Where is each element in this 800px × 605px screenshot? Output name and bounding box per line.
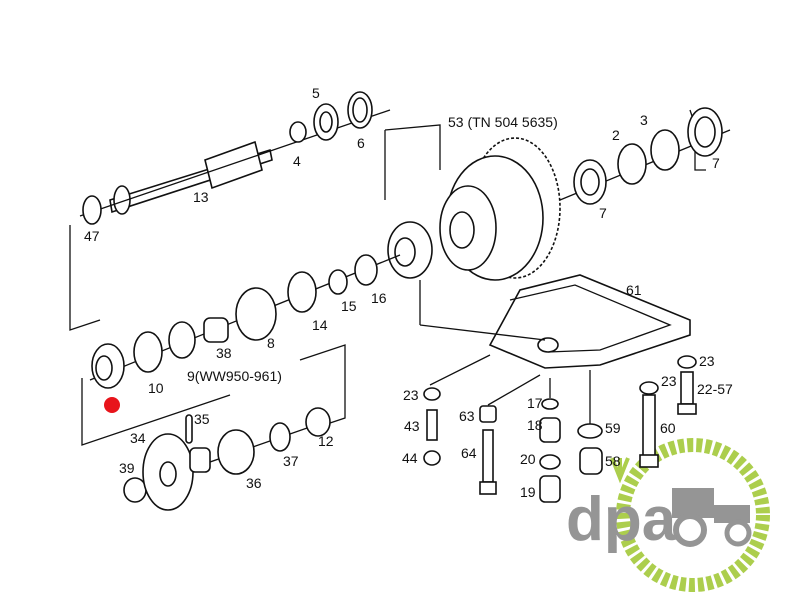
fasteners <box>423 354 697 503</box>
part-label: 35 <box>194 411 210 427</box>
gear-assembly-53 <box>387 137 561 281</box>
dpa-logo: dpa <box>566 438 770 592</box>
part-label: 2 <box>612 127 620 143</box>
part-label: 23 <box>699 353 715 369</box>
cover-plate-61 <box>419 274 691 369</box>
highlight-marker <box>104 397 120 413</box>
wheat-icon <box>610 457 630 484</box>
part-label: 58 <box>605 453 621 469</box>
part-label: 63 <box>459 408 475 424</box>
part-label: 37 <box>283 453 299 469</box>
part-label: 8 <box>267 335 275 351</box>
part-labels: 5 4 6 13 47 53 (TN 504 5635) 2 3 7 7 10 … <box>84 85 733 500</box>
main-shaft-13 <box>79 91 391 225</box>
part-label: 20 <box>520 451 536 467</box>
part-label: 13 <box>193 189 209 205</box>
logo-text: dpa <box>566 485 677 554</box>
part-label: 64 <box>461 445 477 461</box>
part-label: 15 <box>341 298 357 314</box>
bracket-line <box>384 124 441 200</box>
bracket-line <box>81 344 346 446</box>
bearings-right <box>559 107 731 205</box>
flange-assembly <box>123 407 331 511</box>
part-label: 16 <box>371 290 387 306</box>
part-label: 10 <box>148 380 164 396</box>
part-label: 39 <box>119 460 135 476</box>
part-label: 4 <box>293 153 301 169</box>
part-label: 6 <box>357 135 365 151</box>
part-label: 23 <box>661 373 677 389</box>
part-label: 22-57 <box>697 381 733 397</box>
part-label: 59 <box>605 420 621 436</box>
part-label: 44 <box>402 450 418 466</box>
part-label: 47 <box>84 228 100 244</box>
part-label: 38 <box>216 345 232 361</box>
part-label: 34 <box>130 430 146 446</box>
middle-shaft-parts <box>89 254 401 389</box>
part-label: 43 <box>404 418 420 434</box>
part-label: 3 <box>640 112 648 128</box>
part-label: 61 <box>626 282 642 298</box>
part-label: 53 (TN 504 5635) <box>448 114 558 130</box>
part-label: 36 <box>246 475 262 491</box>
part-label: 19 <box>520 484 536 500</box>
tractor-icon <box>672 488 752 547</box>
part-label: 9(WW950-961) <box>187 368 282 384</box>
part-label: 23 <box>403 387 419 403</box>
bracket-line <box>69 225 101 331</box>
part-label: 7 <box>599 205 607 221</box>
part-label: 14 <box>312 317 328 333</box>
part-label: 7 <box>712 155 720 171</box>
part-label: 60 <box>660 420 676 436</box>
logo-gear-ring <box>616 438 770 592</box>
part-label: 12 <box>318 433 334 449</box>
part-label: 18 <box>527 417 543 433</box>
part-label: 5 <box>312 85 320 101</box>
part-label: 17 <box>527 395 543 411</box>
